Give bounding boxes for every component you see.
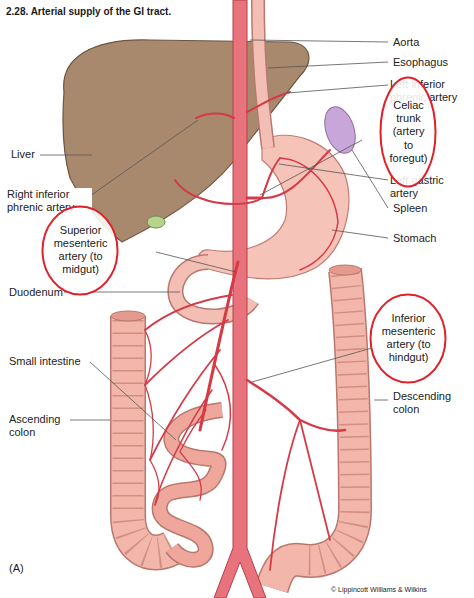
ileocolic-artery [150,350,220,460]
right-phrenic-artery [196,114,234,119]
hepatic-artery [175,180,262,204]
left-gastric-artery [262,158,280,198]
small-intestine-outline [160,410,222,560]
leader-line [90,362,176,440]
leader-line [352,150,388,208]
inferior-mesenteric-artery [247,380,345,431]
leader-line [332,230,388,238]
panel-letter: (A) [8,562,25,575]
right-colic-artery [145,320,228,385]
gallbladder [147,216,165,228]
arterial-arcade [180,410,206,500]
esophagus [258,0,268,148]
sigmoid-artery [300,420,330,540]
colon-cut-end [111,311,145,321]
artery-label: Superior mesenteric artery (to midgut) [53,224,108,277]
circled-label: Celiac trunk (artery to foregut) [379,76,437,188]
part-label: Duodenum [8,286,64,299]
leader-line [40,155,92,156]
part-label: Liver [10,148,36,161]
descending-colon [272,270,355,588]
red-ellipse [43,206,118,294]
aorta [214,0,266,598]
jejunal-artery [215,365,230,450]
leader-line [250,40,388,42]
artery-label: Inferior mesenteric artery (to hindgut) [381,312,436,365]
leader-lines [40,40,388,440]
leader-line [374,400,388,401]
leader-line [279,164,388,180]
part-label: Ascending colon [8,413,70,439]
gastric-arcade [280,158,338,270]
stomach [198,135,349,278]
leader-line [252,348,372,382]
red-ellipse [381,78,436,187]
node-text-block: Inferior mesenteric artery (to hindgut) [381,312,436,365]
red-ellipse [371,294,446,382]
superior-mesenteric-artery [200,262,238,430]
leader-line [287,85,388,93]
leader-line [260,140,362,195]
circled-label: Superior mesenteric artery (to midgut) [41,205,119,296]
node-text-block: Celiac trunk (artery to foregut) [389,99,428,165]
part-label: Spleen [392,202,428,215]
colon-haustra [300,274,355,561]
leader-line [66,420,110,421]
arterial-arcade [145,330,159,505]
splenic-artery [262,150,330,198]
copyright-note: © Lippincott Williams & Wilkins [330,586,428,594]
leader-line [156,252,236,272]
artery-branches [145,92,345,570]
leader-line [90,120,198,196]
part-label: Stomach [392,232,437,245]
artery-label: Celiac trunk (artery to foregut) [389,99,428,165]
small-intestine [160,410,222,560]
node-text-block: Superior mesenteric artery (to midgut) [53,224,108,277]
superior-rectal-artery [270,420,300,570]
circled-label: Inferior mesenteric artery (to hindgut) [369,293,447,384]
part-label: Esophagus [392,56,449,69]
figure-title: 2.28. Arterial supply of the GI tract. [5,6,172,18]
colon-cut-end [329,265,361,275]
part-label: Descending colon [392,390,464,416]
part-label: Aorta [392,36,420,49]
leader-line [268,62,388,68]
descending-colon-outline [272,270,355,588]
left-phrenic-artery [247,92,290,112]
esophagus-outline [258,0,268,148]
ileal-artery [155,390,212,505]
part-label: Small intestine [8,355,82,368]
